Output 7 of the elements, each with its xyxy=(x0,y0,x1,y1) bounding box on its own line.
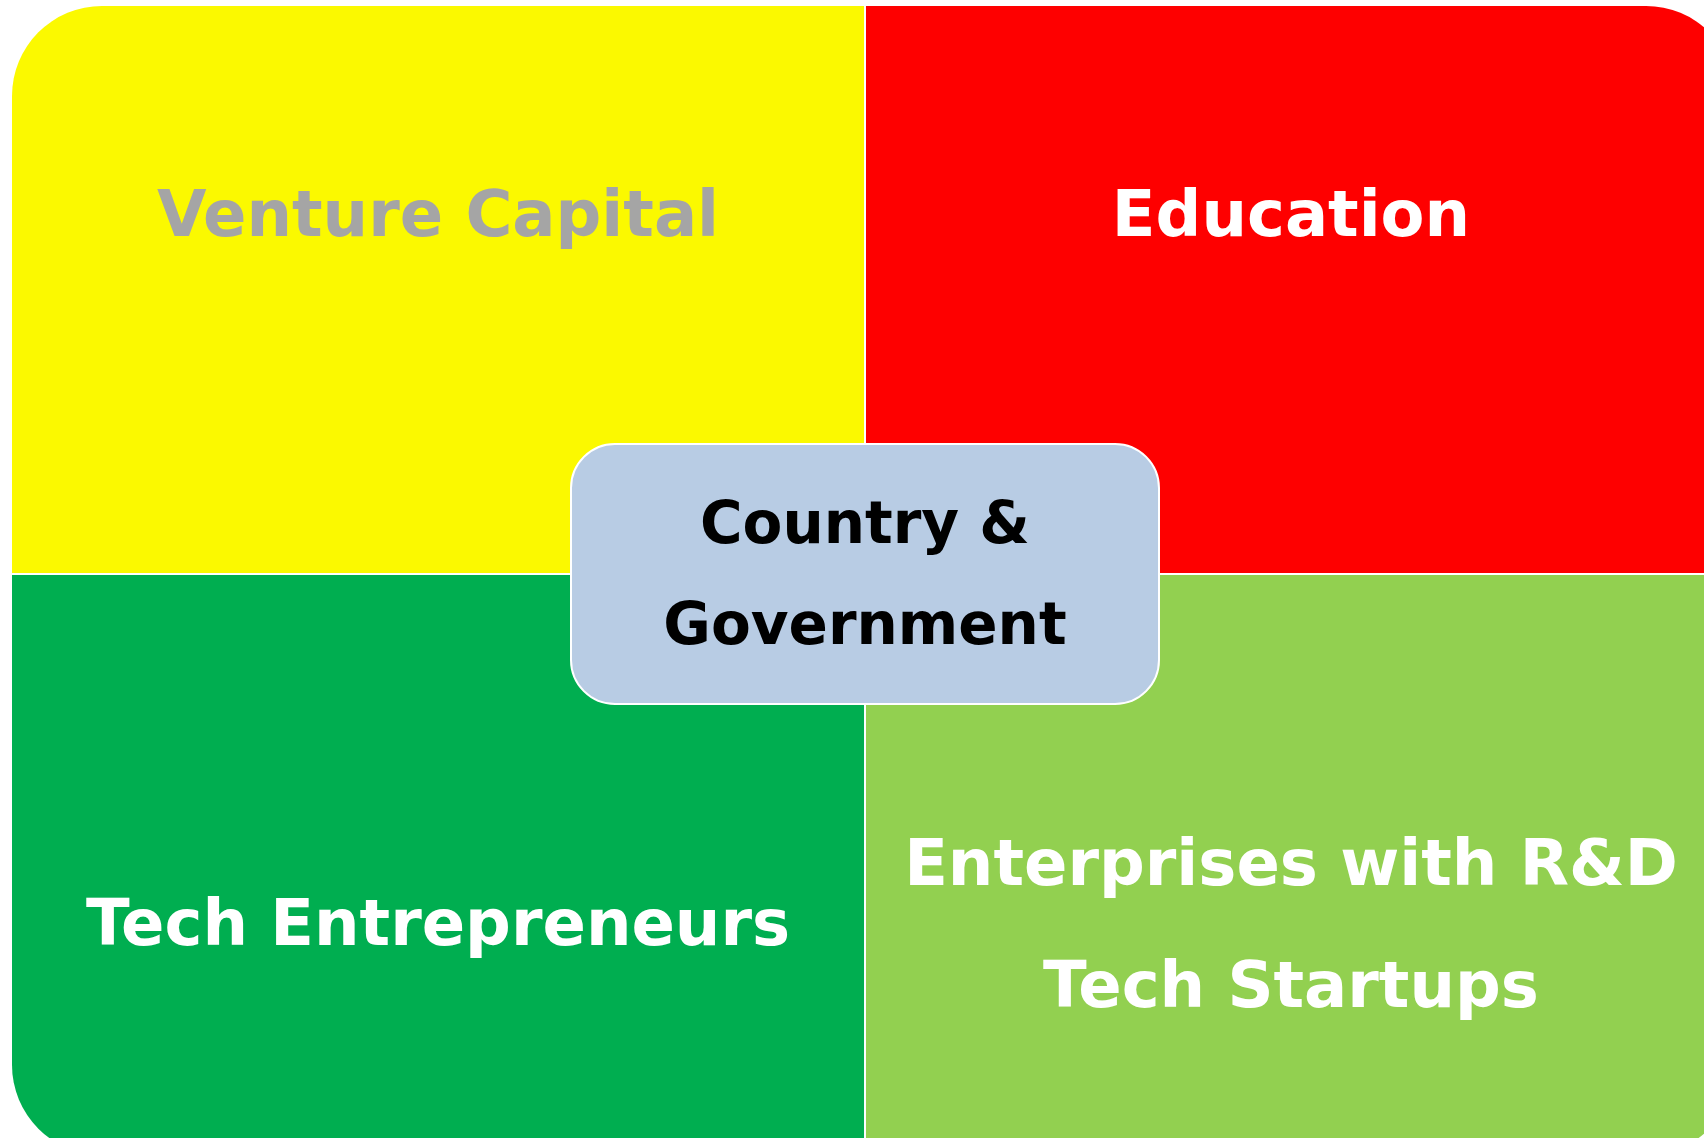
center-title: Country & Government xyxy=(662,487,1068,660)
panel-title: Tech Entrepreneurs xyxy=(84,885,792,962)
panel-title: Venture Capital xyxy=(156,176,720,253)
panel-title: Tech Startups xyxy=(1042,947,1540,1024)
center-box xyxy=(570,443,1160,705)
panel-title: Education xyxy=(1110,176,1472,253)
panel-title: Enterprises with R&D xyxy=(903,825,1679,902)
